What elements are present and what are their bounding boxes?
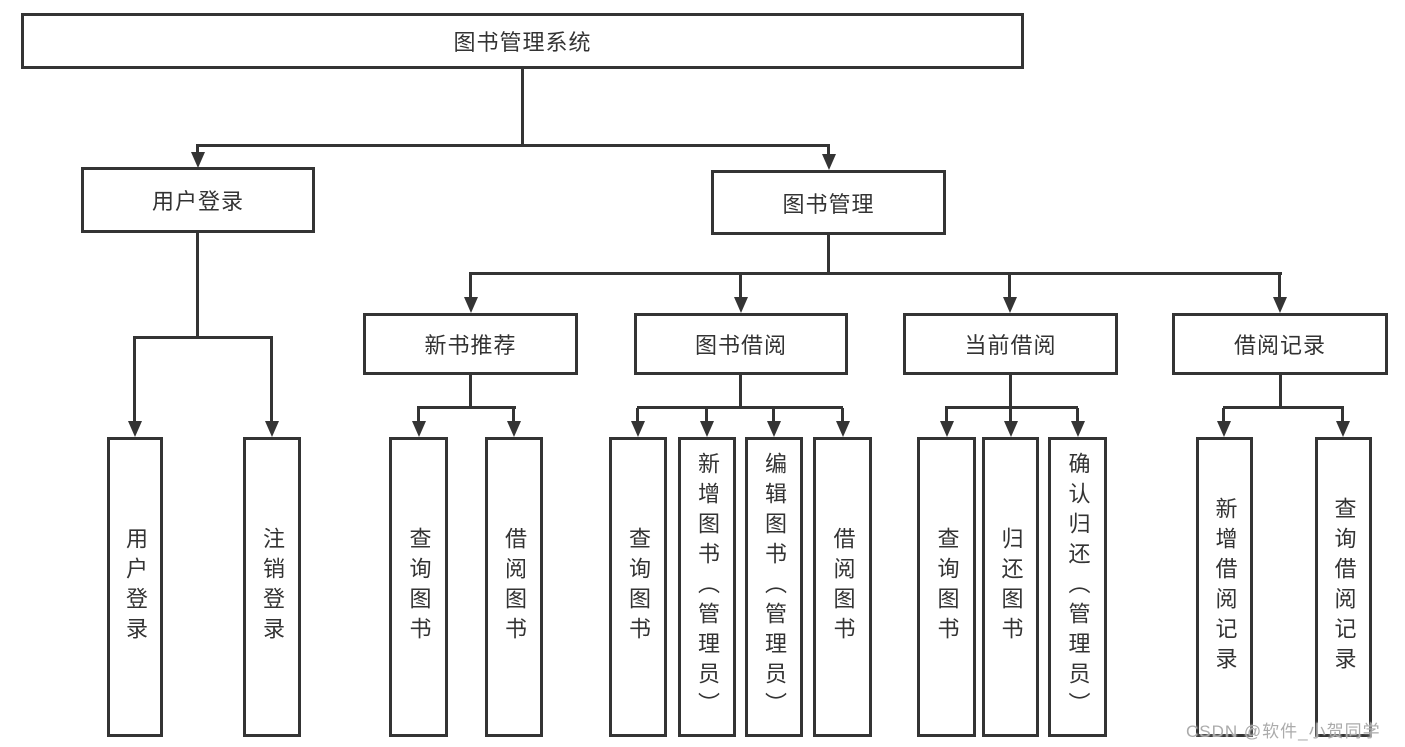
connector-line xyxy=(1223,406,1344,409)
leaf-confirm-return-admin: 确认归还（管理员） xyxy=(1048,437,1107,737)
connector-arrow xyxy=(1222,408,1225,421)
connector-arrow xyxy=(417,408,420,421)
connector-arrow xyxy=(1009,408,1012,421)
leaf-query-books-recommend: 查询图书 xyxy=(389,437,448,737)
leaf-add-book-admin: 新增图书（管理员） xyxy=(678,437,736,737)
leaf-query-borrow-record: 查询借阅记录 xyxy=(1315,437,1372,737)
watermark: CSDN @软件_小贺同学 xyxy=(1186,722,1381,741)
node-book-management: 图书管理 xyxy=(711,170,946,235)
connector-line xyxy=(1009,374,1012,409)
connector-line xyxy=(469,272,1282,275)
connector-line xyxy=(1279,374,1282,409)
leaf-query-books-borrowing: 查询图书 xyxy=(609,437,667,737)
connector-line xyxy=(521,67,524,147)
connector-arrow xyxy=(133,338,136,421)
connector-arrow xyxy=(1341,408,1344,421)
leaf-borrow-books-borrowing: 借阅图书 xyxy=(813,437,872,737)
connector-arrow xyxy=(739,274,742,297)
leaf-return-book: 归还图书 xyxy=(982,437,1039,737)
leaf-borrow-books-recommend: 借阅图书 xyxy=(485,437,543,737)
connector-arrow xyxy=(1278,274,1281,297)
connector-line xyxy=(739,374,742,409)
connector-arrow xyxy=(1076,408,1079,421)
leaf-query-books-current: 查询图书 xyxy=(917,437,976,737)
connector-arrow xyxy=(469,274,472,297)
connector-line xyxy=(196,232,199,339)
node-user-login: 用户登录 xyxy=(81,167,315,233)
node-book-borrowing: 图书借阅 xyxy=(634,313,848,375)
connector-line xyxy=(469,374,472,409)
node-new-book-recommendation: 新书推荐 xyxy=(363,313,578,375)
leaf-edit-book-admin: 编辑图书（管理员） xyxy=(745,437,803,737)
connector-line xyxy=(133,336,273,339)
connector-line xyxy=(637,406,843,409)
connector-arrow xyxy=(512,408,515,421)
connector-arrow xyxy=(945,408,948,421)
connector-arrow xyxy=(636,408,639,421)
connector-line xyxy=(827,234,830,275)
connector-arrow xyxy=(827,144,830,154)
leaf-user-login: 用户登录 xyxy=(107,437,163,737)
connector-arrow xyxy=(1008,274,1011,297)
connector-arrow xyxy=(772,408,775,421)
node-library-system: 图书管理系统 xyxy=(21,13,1024,69)
connector-arrow xyxy=(196,144,199,152)
connector-line xyxy=(417,406,516,409)
node-borrowing-records: 借阅记录 xyxy=(1172,313,1388,375)
connector-arrow xyxy=(705,408,708,421)
connector-arrow xyxy=(841,408,844,421)
leaf-add-borrow-record: 新增借阅记录 xyxy=(1196,437,1253,737)
node-current-borrowing: 当前借阅 xyxy=(903,313,1118,375)
connector-arrow xyxy=(270,338,273,421)
leaf-logout: 注销登录 xyxy=(243,437,301,737)
connector-line xyxy=(196,144,830,147)
